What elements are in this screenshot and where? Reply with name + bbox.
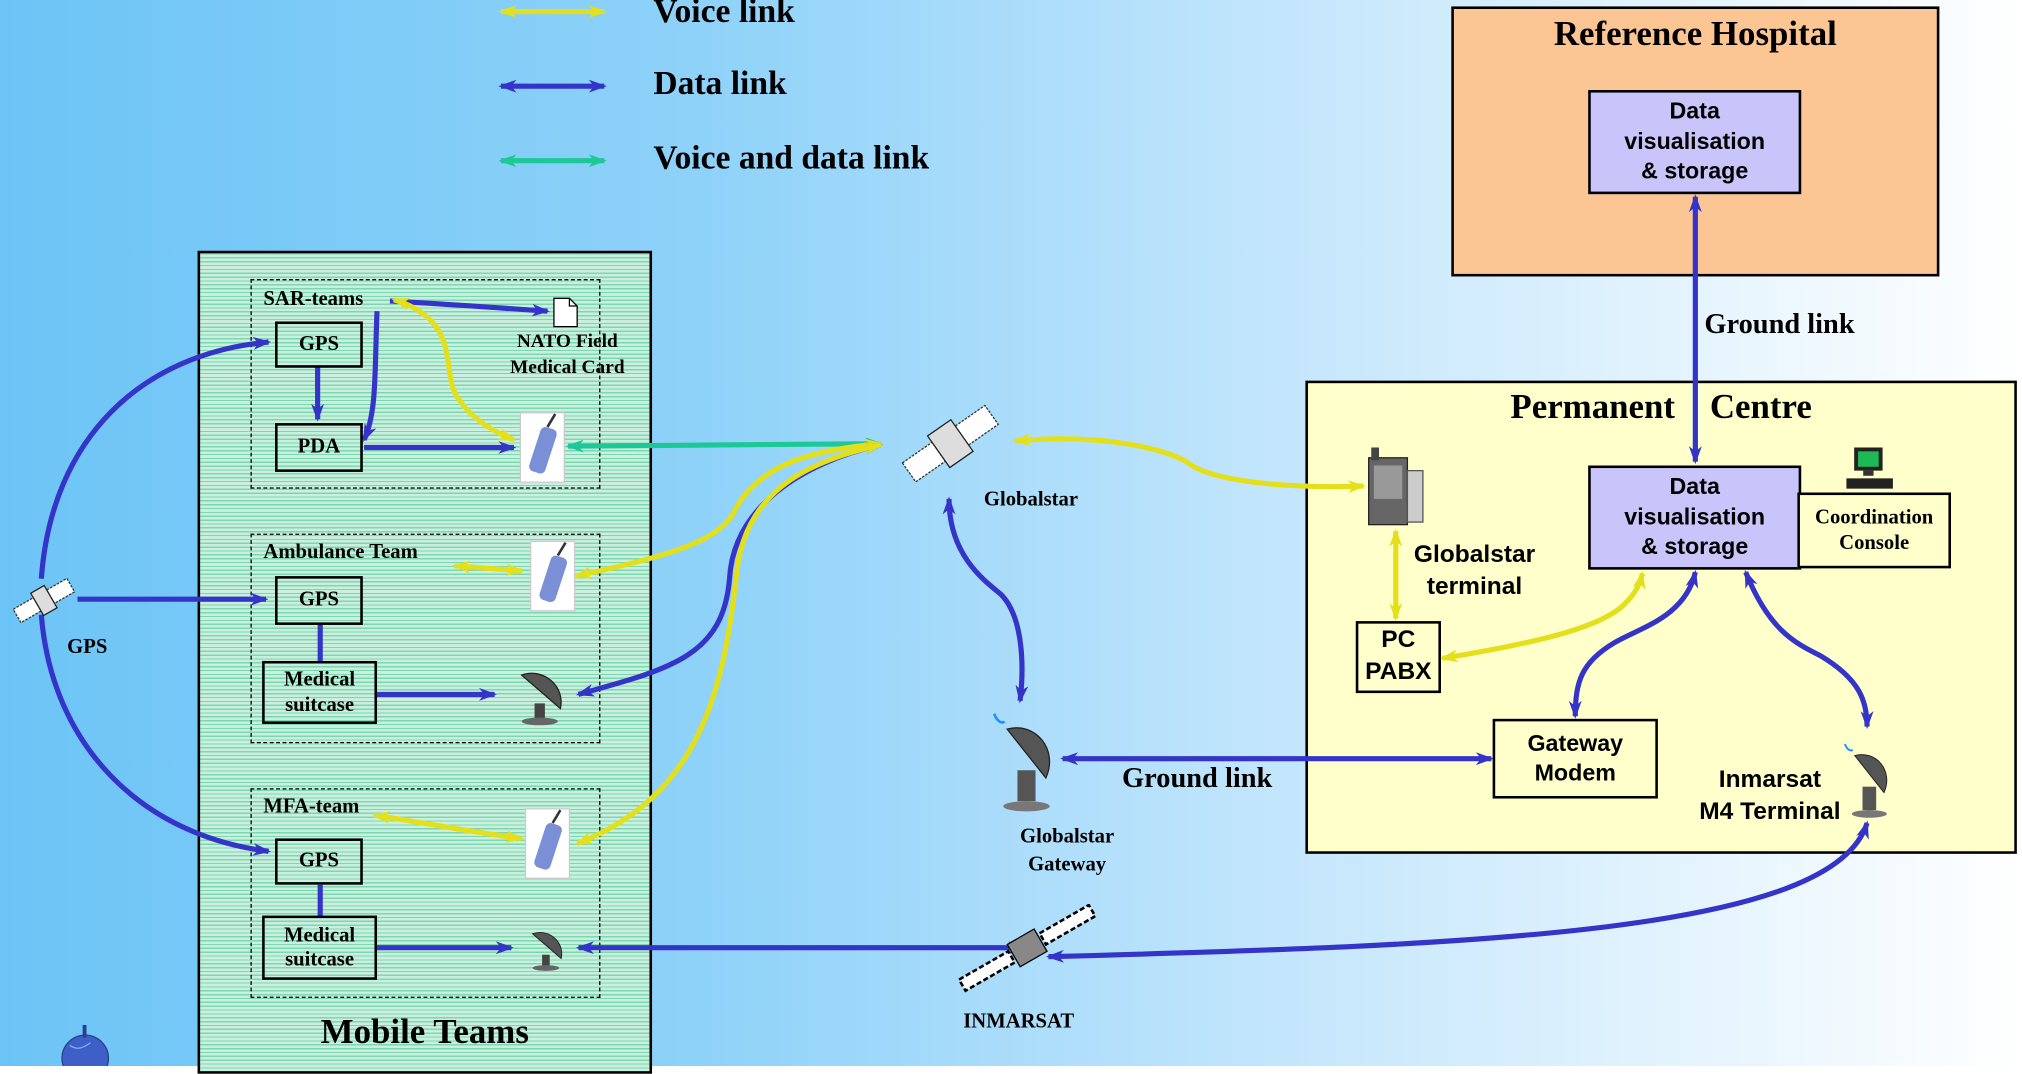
satellite-dish-icon <box>1844 743 1888 818</box>
permanent-centre-title: Permanent Centre <box>1510 387 1812 426</box>
sar-pda-box: PDA <box>275 423 363 472</box>
globalstar-label: Globalstar <box>983 488 1079 511</box>
sar-teams-title: SAR-teams <box>263 288 364 310</box>
sar-gps-box: GPS <box>275 321 363 368</box>
satellite-icon <box>12 577 76 624</box>
ambulance-gps-box: GPS <box>275 576 363 625</box>
satellite-dish-icon <box>531 932 563 971</box>
hospital-data-box: Data visualisation & storage <box>1588 90 1802 195</box>
inmarsat-label: INMARSAT <box>963 1010 1075 1033</box>
mfa-suitcase-box: Medical suitcase <box>262 915 378 980</box>
ambulance-team-title: Ambulance Team <box>263 541 418 564</box>
reference-hospital-title: Reference Hospital <box>1553 14 1837 53</box>
mobile-phone-icon <box>519 412 565 483</box>
inmarsat-m4-label: Inmarsat M4 Terminal <box>1699 766 1841 826</box>
ground-link-mid-label: Ground link <box>1122 761 1273 794</box>
satellite-dish-icon <box>520 672 562 726</box>
legend-voice-label: Voice link <box>653 0 795 30</box>
mobile-teams-title: Mobile Teams <box>320 1012 529 1051</box>
nato-card-label: NATO Field Medical Card <box>510 331 625 378</box>
globalstar-terminal-label: Globalstar terminal <box>1413 541 1536 601</box>
mobile-phone-icon <box>524 808 571 879</box>
coordination-console-box: Coordination Console <box>1797 492 1952 569</box>
gateway-modem-box: Gateway Modem <box>1492 718 1658 799</box>
computer-icon <box>1846 447 1893 489</box>
telephone-terminal-icon <box>1368 447 1424 526</box>
satellite-dish-icon <box>992 713 1051 812</box>
globalstar-gateway-label: Globalstar Gateway <box>1020 825 1115 877</box>
legend-data-label: Data link <box>653 64 787 102</box>
gps-label: GPS <box>67 636 108 659</box>
ambulance-suitcase-box: Medical suitcase <box>262 660 378 724</box>
mfa-team-box <box>250 788 601 998</box>
legend-voice-data-label: Voice and data link <box>653 138 930 177</box>
mfa-team-title: MFA-team <box>263 795 360 818</box>
centre-data-box: Data visualisation & storage <box>1588 465 1802 570</box>
mobile-phone-icon <box>530 540 576 612</box>
mfa-gps-box: GPS <box>275 838 363 885</box>
satellite-icon <box>901 404 1000 483</box>
document-icon <box>553 297 578 328</box>
link-globalstar-to-gateway <box>942 496 1029 704</box>
pc-pabx-box: PC PABX <box>1355 621 1441 694</box>
ground-link-top-label: Ground link <box>1704 307 1855 340</box>
globe-icon <box>61 1024 110 1067</box>
satellite-icon <box>957 903 1097 993</box>
